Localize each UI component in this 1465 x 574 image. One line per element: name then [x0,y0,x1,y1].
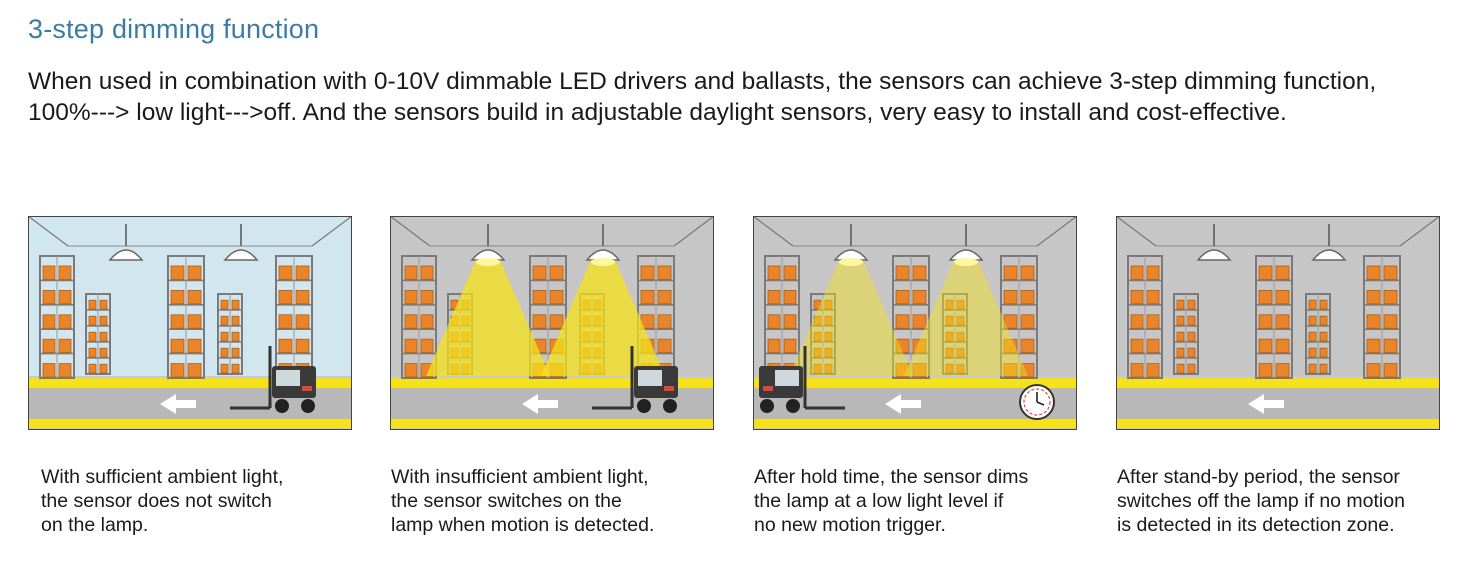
ceiling-lamp [904,224,1028,376]
shelf-rack [942,293,968,375]
shelf-rack [892,255,930,379]
floor-stripe [1116,419,1440,428]
intro-paragraph: When used in combination with 0-10V dimm… [28,68,1377,126]
ceiling-lamp [1311,224,1347,261]
floor-stripe [28,378,352,388]
section-title: 3-step dimming function [28,14,320,44]
shelf-rack [39,255,75,379]
caption-line: switches off the lamp if no motion [1117,490,1405,512]
wall-edge [673,216,714,247]
caption-line: With sufficient ambient light, [41,466,284,488]
shelf-rack [1127,255,1163,379]
floor-stripe [28,419,352,428]
caption-line: no new motion trigger. [754,514,946,536]
step-1-illustration [28,216,352,430]
shelf-rack [217,293,243,375]
step-3-illustration [753,216,1077,430]
caption-line: With insufficient ambient light, [391,466,649,488]
light-beam [789,260,913,376]
forklift [759,346,845,413]
shelf-rack [1363,255,1401,379]
caption-line: is detected in its detection zone. [1117,514,1395,536]
wall-edge [1116,216,1157,247]
caption-line: After hold time, the sensor dims [754,466,1029,488]
caption-line: on the lamp. [41,514,149,536]
step-1-caption: With sufficient ambient light, the senso… [41,465,371,537]
caption-line: the sensor does not switch [41,490,272,512]
step-4-illustration [1116,216,1440,430]
step-2-caption: With insufficient ambient light, the sen… [391,465,721,537]
shelf-rack [1305,293,1331,375]
shelf-rack [85,293,111,375]
floor-stripe [390,419,714,428]
wall-edge [753,216,794,247]
light-beam [904,260,1028,376]
shelf-rack [1000,255,1038,379]
light-beam [541,260,665,376]
ceiling-lamp [789,224,913,376]
ceiling-lamp [223,224,259,261]
forklift [230,346,316,413]
ceiling-lamp [426,224,550,376]
floor-stripe [753,378,1077,388]
direction-arrow-icon [522,394,558,414]
clock-icon [1019,384,1055,420]
panel-border [28,216,352,430]
panel-border [753,216,1077,430]
wall-edge [1036,216,1077,247]
wall-edge [311,216,352,247]
step-2-illustration [390,216,714,430]
step-3-caption: After hold time, the sensor dims the lam… [754,465,1084,537]
direction-arrow-icon [885,394,921,414]
direction-arrow-icon [160,394,196,414]
panel-border [1116,216,1440,430]
ceiling-lamp [541,224,665,376]
caption-line: the lamp at a low light level if [754,490,1004,512]
shelf-rack [167,255,205,379]
direction-arrow-icon [1248,394,1284,414]
caption-line: lamp when motion is detected. [391,514,655,536]
shelf-rack [1173,293,1199,375]
ceiling-lamp [108,224,144,261]
floor-stripe [1116,378,1440,388]
wall-edge [1399,216,1440,247]
step-4-caption: After stand-by period, the sensor switch… [1117,465,1447,537]
light-beam [426,260,550,376]
wall-edge [390,216,431,247]
shelf-rack [810,293,836,375]
floor-stripe [390,378,714,388]
forklift [592,346,678,413]
caption-line: After stand-by period, the sensor [1117,466,1400,488]
ceiling-lamp [1196,224,1232,261]
shelf-rack [1255,255,1293,379]
panel-border [390,216,714,430]
floor-stripe [753,419,1077,428]
wall-edge [28,216,69,247]
caption-line: the sensor switches on the [391,490,622,512]
